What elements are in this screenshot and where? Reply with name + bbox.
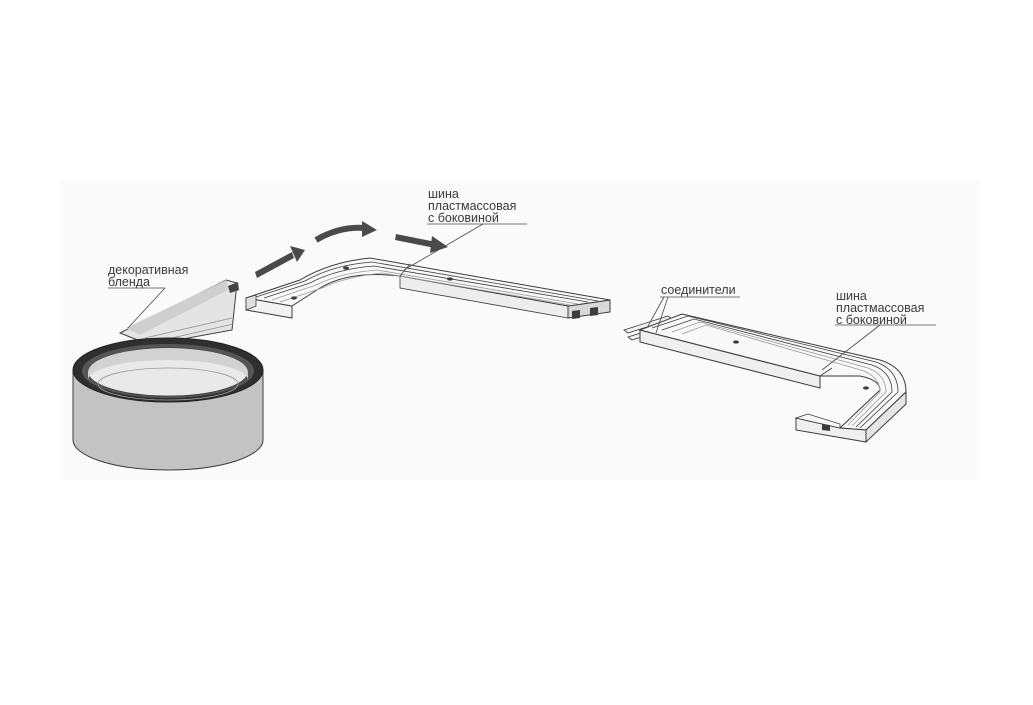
callout-rail-right-line3: с боковиной <box>836 313 907 327</box>
callout-rail-right-line2: пластмассовая <box>836 301 925 315</box>
arrow-right-icon <box>255 246 305 278</box>
callout-rail-left-line1: шина <box>428 187 459 201</box>
blende-tip <box>228 282 239 293</box>
rail-left <box>245 257 611 319</box>
callout-rail-left-line2: пластмассовая <box>428 199 517 213</box>
callout-rail-left-line3: с боковиной <box>428 211 499 225</box>
callout-decorative-blende: декоративная бленда <box>108 263 189 289</box>
callout-rail-right: шина пластмассовая с боковиной <box>836 289 925 327</box>
callout-blende-line2: бленда <box>108 275 150 289</box>
arrow-curved-icon <box>314 221 377 243</box>
callout-connectors-line1: соединители <box>661 283 736 297</box>
roll-inner-wall <box>88 348 248 380</box>
callout-connectors: соединители <box>661 283 736 297</box>
callout-blende-line1: декоративная <box>108 263 189 277</box>
rail-right <box>638 313 907 444</box>
callout-rail-left: шина пластмассовая с боковиной <box>428 187 517 225</box>
blende-strip-top <box>126 280 228 335</box>
decorative-blende-roll <box>72 279 264 471</box>
callout-rail-right-line1: шина <box>836 289 867 303</box>
leader-lines <box>108 223 936 371</box>
direction-arrows <box>255 221 448 278</box>
arrow-right-icon <box>395 234 448 253</box>
